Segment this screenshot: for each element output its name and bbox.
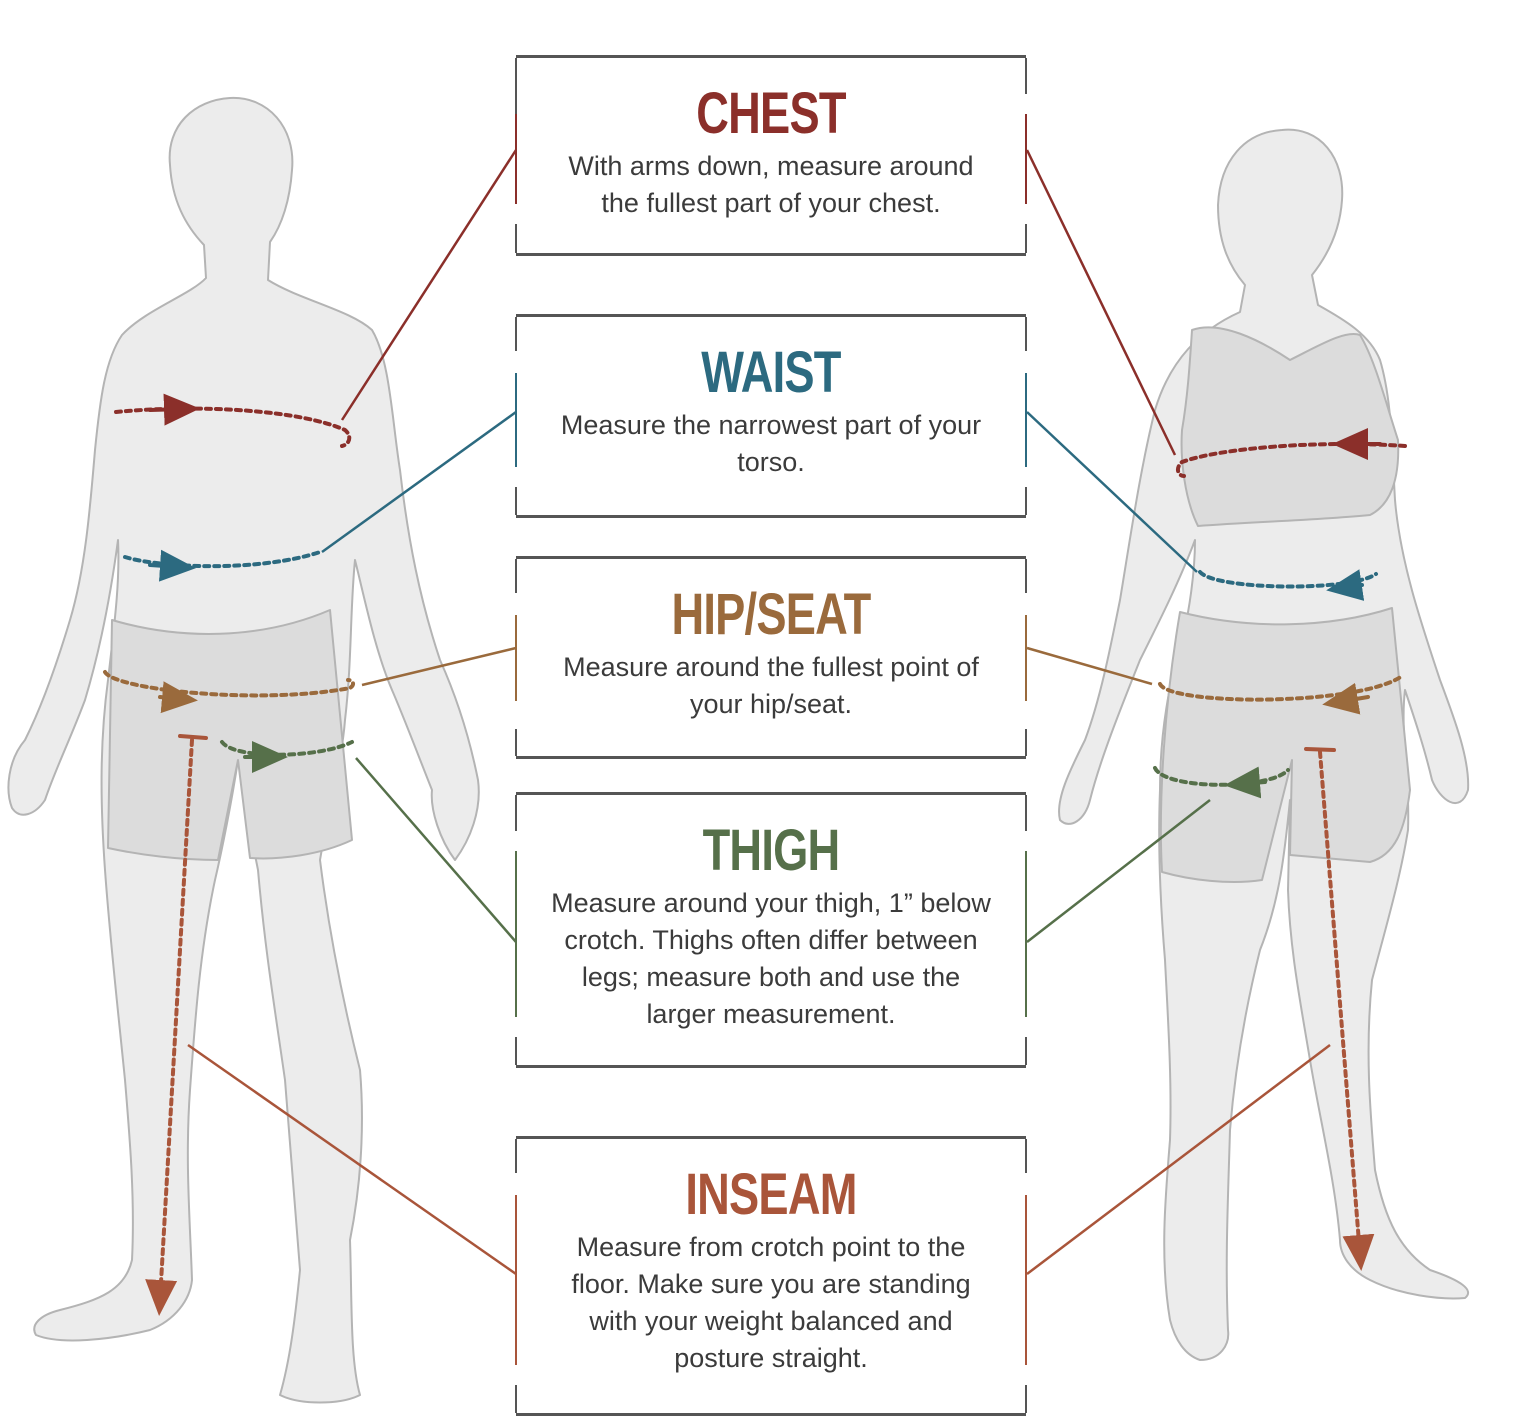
- hip-connector-left: [361, 646, 517, 687]
- waist-card: WAIST Measure the narrowest part of your…: [515, 314, 1027, 518]
- waist-connector-right: [1026, 411, 1198, 573]
- thigh-connector-right: [1026, 799, 1211, 943]
- inseam-connector-right: [1026, 1044, 1331, 1275]
- thigh-title: THIGH: [702, 818, 841, 883]
- chest-connector-right: [1025, 149, 1177, 456]
- male-waist-loop: [123, 550, 322, 569]
- male-hip-loop: [103, 670, 356, 698]
- female-figure: [1058, 128, 1470, 1361]
- hip-seat-title: HIP/SEAT: [671, 582, 871, 647]
- thigh-description: Measure around your thigh, 1” below crot…: [551, 888, 991, 1029]
- female-inseam-line: [1318, 750, 1375, 1271]
- female-thigh-loop: [1153, 766, 1290, 787]
- inseam-title: INSEAM: [685, 1162, 857, 1227]
- inseam-card: INSEAM Measure from crotch point to the …: [515, 1136, 1027, 1416]
- male-inseam-line: [145, 738, 194, 1316]
- thigh-card: THIGH Measure around your thigh, 1” belo…: [515, 792, 1027, 1068]
- inseam-connector-left: [187, 1043, 517, 1276]
- connector-lines: [187, 149, 1331, 1276]
- female-measure-loops: [1153, 428, 1407, 1271]
- waist-connector-left: [321, 410, 517, 554]
- male-measure-loops: [103, 393, 356, 1316]
- hip-seat-description: Measure around the fullest point of your…: [563, 652, 979, 719]
- inseam-description: Measure from crotch point to the floor. …: [571, 1232, 971, 1373]
- female-hip-loop: [1158, 674, 1404, 702]
- hip-seat-card: HIP/SEAT Measure around the fullest poin…: [515, 556, 1027, 759]
- waist-title: WAIST: [701, 340, 841, 405]
- chest-title: CHEST: [696, 81, 846, 146]
- waist-description: Measure the narrowest part of your torso…: [560, 410, 982, 477]
- chest-connector-left: [340, 149, 518, 421]
- hip-connector-right: [1026, 646, 1153, 686]
- thigh-connector-left: [355, 757, 517, 943]
- chest-description: With arms down, measure around the fulle…: [568, 151, 974, 218]
- chest-card: CHEST With arms down, measure around the…: [515, 55, 1027, 256]
